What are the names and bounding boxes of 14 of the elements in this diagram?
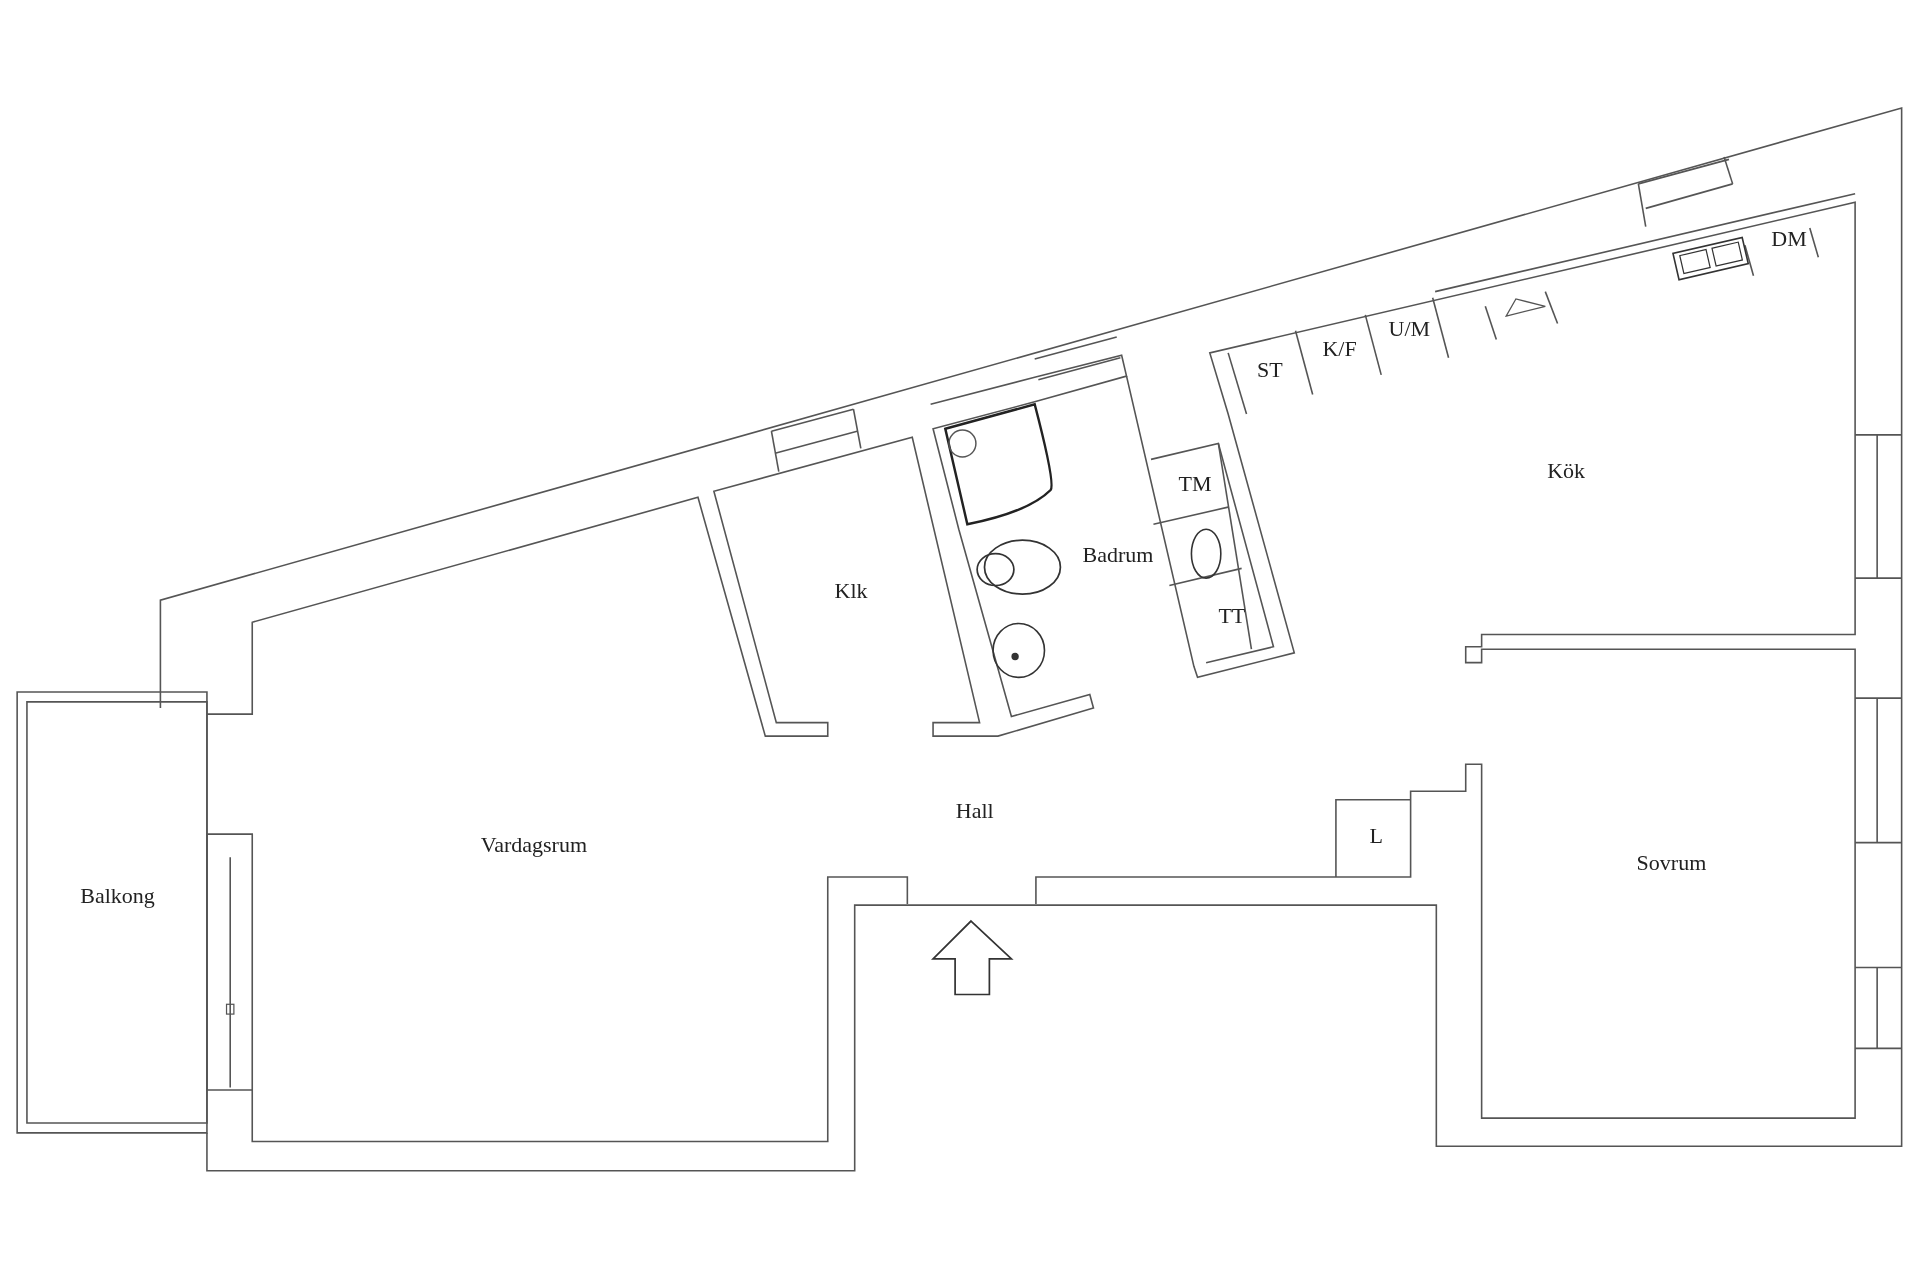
room-label: K/F — [1322, 337, 1357, 360]
room-label: Klk — [834, 580, 868, 603]
room-label: Sovrum — [1636, 852, 1707, 875]
room-label: Vardagsrum — [480, 833, 588, 856]
room-label: TT — [1218, 604, 1246, 627]
room-label: L — [1369, 825, 1384, 848]
room-label: U/M — [1388, 318, 1431, 341]
room-label: TM — [1178, 472, 1212, 495]
room-label: Hall — [955, 799, 994, 822]
room-label: Badrum — [1082, 543, 1154, 566]
room-label: Kök — [1547, 460, 1586, 483]
room-label: ST — [1256, 358, 1283, 381]
room-label: Balkong — [80, 885, 155, 908]
room-label: DM — [1771, 227, 1807, 250]
